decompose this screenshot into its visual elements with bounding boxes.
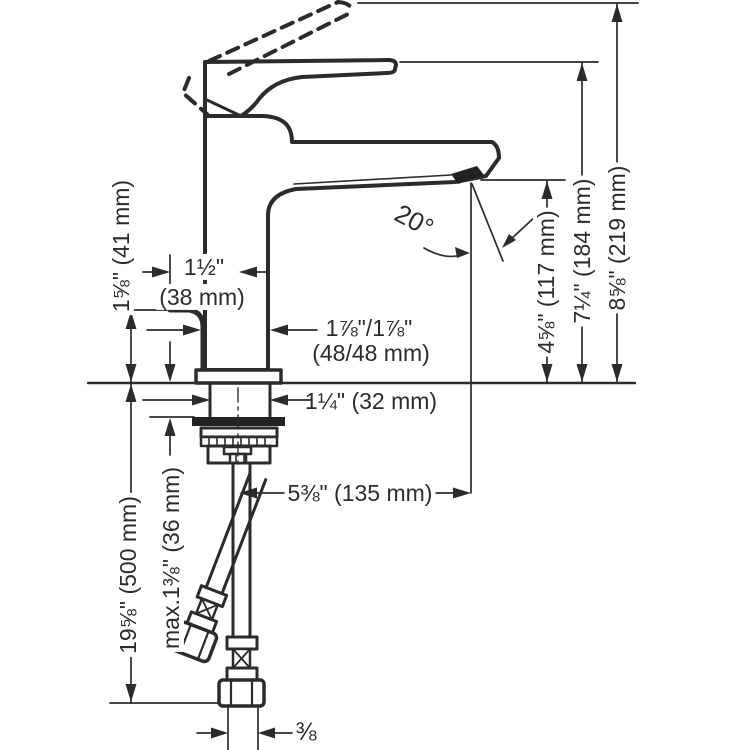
angle-construction [423, 182, 538, 494]
label-handle-hook-height: 1⅝" (41 mm) [107, 176, 135, 316]
label-spout-reach: 5⅜" (135 mm) [284, 479, 436, 507]
label-shank-diameter: 1¼" (32 mm) [304, 387, 438, 414]
handle-hook-profile [167, 307, 206, 373]
supply-hose-angled [170, 472, 268, 664]
label-spout-height: 4⅝" (117 mm) [532, 207, 560, 357]
escutcheon-plate [194, 368, 283, 385]
hose-nut [217, 678, 266, 708]
label-total-height: 8⅝" (219 mm) [603, 162, 631, 314]
faucet-body-spout [203, 114, 501, 372]
handle-seam [205, 98, 243, 118]
handle-raised-dashed [181, 0, 354, 116]
label-handle-top-height: 7¼" (184 mm) [568, 175, 596, 327]
label-handle-offset-mm: (38 mm) [156, 283, 248, 311]
spout-inner-edge [293, 174, 452, 185]
supply-hose-straight [217, 461, 266, 708]
label-connection-size: ⅜ [295, 717, 317, 746]
handle-lever [203, 58, 398, 118]
mounting-hardware [192, 381, 285, 466]
faucet-outline [167, 0, 501, 385]
aerator [451, 166, 484, 184]
label-hose-length: 19⅝" (500 mm) [114, 493, 142, 657]
label-spout-to-center-inches: 1⅞"/1⅞" [325, 314, 413, 341]
label-spout-to-center-mm: (48/48 mm) [312, 339, 430, 366]
label-handle-offset-inches: 1½" [180, 253, 228, 281]
label-max-deck-thickness: max.1⅜" (36 mm) [157, 464, 185, 652]
arrowheads [125, 4, 623, 739]
